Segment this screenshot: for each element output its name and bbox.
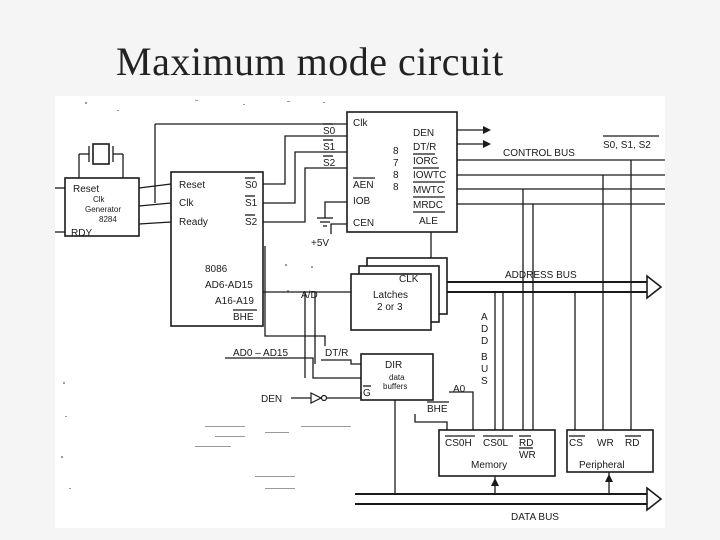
memory-block: CS0H CS0L RD WR Memory — [438, 429, 556, 477]
memory-cs0h-label: CS0H — [445, 438, 472, 449]
addr-vertical-2: D — [481, 324, 488, 335]
address-bus-label: ADDRESS BUS — [505, 270, 577, 281]
buffers-name-label: buffers — [383, 382, 407, 391]
cpu-s0-label: S0 — [245, 180, 258, 191]
buffers-data-label: data — [389, 373, 405, 382]
busctl-s1-label: S1 — [323, 142, 336, 153]
busctl-aen-label: AEN — [353, 180, 374, 191]
buffers-g-label: G — [363, 388, 371, 399]
cpu-bhe-label: BHE — [233, 312, 254, 323]
busctl-iob-label: IOB — [353, 196, 371, 207]
addr-vertical-6: S — [481, 376, 488, 387]
control-signals-label: S0, S1, S2 — [603, 140, 651, 151]
address-bus: ADDRESS BUS A D D B U S — [447, 270, 663, 430]
cpu-part-label: 8086 — [205, 264, 228, 275]
cpu-a-high-label: A16-A19 — [215, 296, 254, 307]
latches-ad-label: A/D — [301, 290, 318, 301]
peripheral-rd-label: RD — [625, 438, 639, 449]
busctl-ale-label: ALE — [419, 216, 438, 227]
bus-controller-block: Clk S0 S1 S2 AEN IOB CEN 8 7 8 8 DEN DT/… — [323, 111, 458, 233]
memory-wr-label: WR — [519, 450, 536, 461]
control-bus-label: CONTROL BUS — [503, 148, 575, 159]
busctl-s2-label: S2 — [323, 158, 336, 169]
busctl-clk-label: Clk — [353, 118, 368, 129]
circuit-svg: Reset Clk Generator 8284 RDY Reset Clk R… — [55, 100, 665, 523]
cpu-s1-label: S1 — [245, 198, 258, 209]
cpu-reset-label: Reset — [179, 180, 205, 191]
signal-bhe-label: BHE — [427, 404, 448, 415]
peripheral-wr-label: WR — [597, 438, 614, 449]
busctl-part-2: 7 — [393, 158, 399, 169]
control-bus: CONTROL BUS S0, S1, S2 — [457, 126, 665, 205]
cpu-ready-label: Ready — [179, 217, 208, 228]
busctl-s0-label: S0 — [323, 126, 336, 137]
power-ground: +5V — [311, 201, 347, 249]
busctl-mrdc-label: MRDC — [413, 200, 443, 211]
addr-vertical-4: B — [481, 352, 488, 363]
latches-name-label: Latches — [373, 290, 408, 301]
buffers-dir-label: DIR — [385, 360, 402, 371]
busctl-iowtc-label: IOWTC — [413, 170, 446, 181]
vcc-label: +5V — [311, 238, 329, 249]
addr-vertical-3: D — [481, 336, 488, 347]
scan-noise — [61, 100, 351, 489]
latches-block: CLK Latches 2 or 3 A/D — [263, 257, 448, 331]
data-buffers-block: DIR data buffers G AD0 – AD15 DT/R DEN — [225, 348, 434, 405]
slide-title: Maximum mode circuit — [116, 39, 504, 84]
signal-a0-label: A0 — [453, 384, 466, 395]
memory-rd-label: RD — [519, 438, 533, 449]
busctl-part-1: 8 — [393, 146, 399, 157]
cpu-clk-label: Clk — [179, 198, 194, 209]
buffers-den-label: DEN — [261, 394, 282, 405]
busctl-iorc-label: IORC — [413, 156, 438, 167]
clkgen-reset-label: Reset — [73, 184, 99, 195]
busctl-cen-label: CEN — [353, 218, 374, 229]
busctl-dtr-label: DT/R — [413, 142, 436, 153]
peripheral-block: CS WR RD Peripheral — [566, 429, 654, 473]
buffers-dtr-label: DT/R — [325, 348, 348, 359]
busctl-mwtc-label: MWTC — [413, 185, 444, 196]
latches-clk-label: CLK — [399, 274, 419, 285]
buffers-ad-low-label: AD0 – AD15 — [233, 348, 288, 359]
memory-name-label: Memory — [471, 460, 507, 471]
busctl-part-3: 8 — [393, 170, 399, 181]
cpu-s2-label: S2 — [245, 217, 258, 228]
peripheral-cs-label: CS — [569, 438, 583, 449]
crystal-symbol — [78, 143, 124, 182]
busctl-part-4: 8 — [393, 182, 399, 193]
data-bus-label: DATA BUS — [511, 512, 559, 523]
memory-cs0l-label: CS0L — [483, 438, 508, 449]
data-bus: DATA BUS — [355, 400, 663, 523]
clkgen-clk-label: Clk — [93, 195, 106, 204]
clkgen-rdy-label: RDY — [71, 228, 92, 239]
clkgen-part-label: 8284 — [99, 215, 117, 224]
clkgen-generator-label: Generator — [85, 205, 121, 214]
peripheral-name-label: Peripheral — [579, 460, 625, 471]
circuit-diagram: Reset Clk Generator 8284 RDY Reset Clk R… — [55, 96, 665, 528]
clock-generator-block: Reset Clk Generator 8284 RDY — [55, 177, 140, 239]
latches-count-label: 2 or 3 — [377, 302, 403, 313]
busctl-den-label: DEN — [413, 128, 434, 139]
addr-vertical-5: U — [481, 364, 488, 375]
addr-vertical-1: A — [481, 312, 488, 323]
cpu-8086-block: Reset Clk Ready S0 S1 S2 8086 AD6-AD15 A… — [170, 171, 264, 327]
cpu-ad-high-label: AD6-AD15 — [205, 280, 253, 291]
